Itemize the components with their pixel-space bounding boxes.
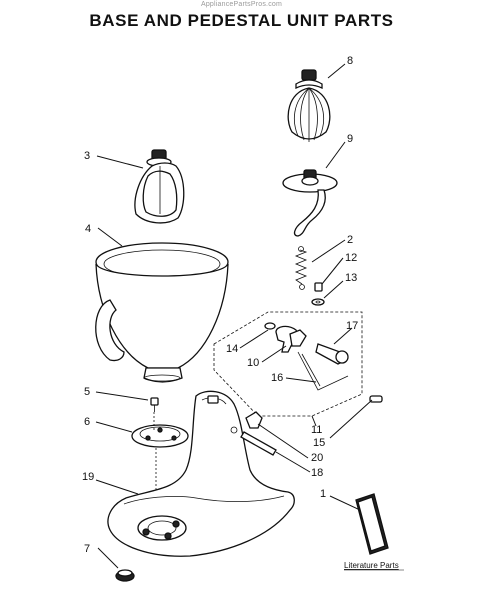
callout-13: 13 xyxy=(345,272,357,284)
callout-5: 5 xyxy=(84,386,90,398)
callout-4: 4 xyxy=(85,223,91,235)
callout-6: 6 xyxy=(84,416,90,428)
callout-20: 20 xyxy=(311,452,323,464)
callout-10: 10 xyxy=(247,357,259,369)
part-11-bowl-lift-assembly[interactable] xyxy=(213,311,383,417)
callout-8: 8 xyxy=(347,55,353,67)
callout-12: 12 xyxy=(345,252,357,264)
part-18-hinge-pin[interactable] xyxy=(240,431,277,456)
callout-1: 1 xyxy=(320,488,326,500)
watermark: AppliancePartsPros.com xyxy=(200,1,283,8)
callout-15: 15 xyxy=(313,437,325,449)
callout-3: 3 xyxy=(84,150,90,162)
callout-17: 17 xyxy=(346,320,358,332)
part-8-wire-whip[interactable] xyxy=(287,69,331,142)
callout-19: 19 xyxy=(82,471,94,483)
part-5-screw[interactable] xyxy=(150,397,159,412)
callout-2: 2 xyxy=(347,234,353,246)
part-6-clamp-plate[interactable] xyxy=(131,424,189,448)
part-7-rubber-foot[interactable] xyxy=(115,569,135,582)
callout-7: 7 xyxy=(84,543,90,555)
part-9-dough-hook[interactable] xyxy=(282,169,338,237)
part-3-flat-beater[interactable] xyxy=(134,149,185,224)
part-12-clip[interactable] xyxy=(314,282,323,292)
callout-14: 14 xyxy=(226,343,238,355)
page-title: BASE AND PEDESTAL UNIT PARTS xyxy=(89,11,394,30)
literature-parts-label: Literature Parts xyxy=(344,561,399,570)
callout-11: 11 xyxy=(311,424,322,436)
part-1-literature[interactable] xyxy=(355,493,389,555)
callout-18: 18 xyxy=(311,467,323,479)
part-13-washer[interactable] xyxy=(311,298,325,306)
part-19-pedestal-base[interactable] xyxy=(107,390,295,557)
part-2-spring[interactable] xyxy=(294,246,308,290)
callout-16: 16 xyxy=(271,372,283,384)
callout-9: 9 xyxy=(347,133,353,145)
part-4-mixing-bowl[interactable] xyxy=(95,242,229,383)
